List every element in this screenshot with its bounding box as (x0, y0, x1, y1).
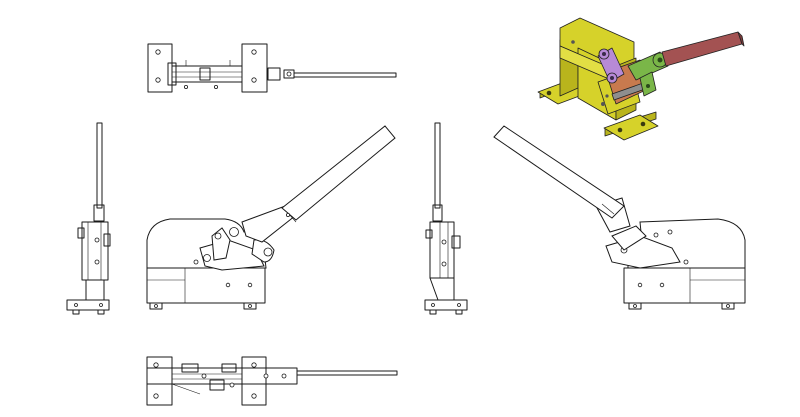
left-side-view (66, 122, 111, 315)
isometric-view (537, 17, 745, 141)
front-view (146, 125, 396, 310)
rear-view (493, 125, 746, 310)
bottom-view (146, 356, 398, 406)
top-view (147, 43, 397, 93)
right-side-view (424, 122, 468, 315)
